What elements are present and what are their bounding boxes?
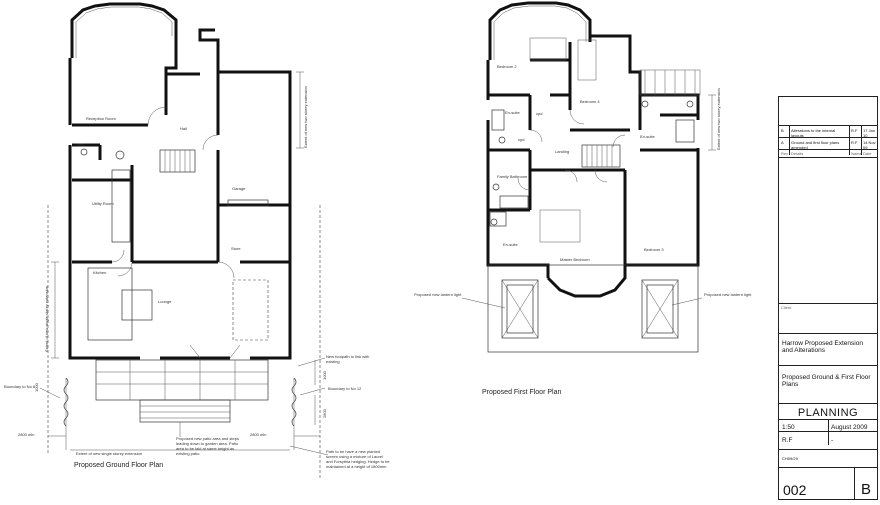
label-garage: Garage (232, 186, 246, 191)
rev-b-id: B (781, 128, 784, 133)
first-floor-plan: Bedroom 2 En-suite cpd cpd Bedroom 4 En-… (414, 1, 752, 396)
project-name: Harrow Proposed Extension and Alteration… (782, 340, 863, 354)
revision-header: Rev Details Name Date (779, 149, 877, 156)
bedroom2-bay-window (488, 1, 592, 60)
dim-1000-right: 1000 (322, 370, 327, 380)
drawing-title: Proposed Ground & First Floor Plans (782, 374, 871, 388)
drawn-by-value: R.F (782, 437, 793, 444)
dim-1000-left: 1000 (34, 382, 39, 392)
first-stair (581, 144, 621, 168)
rev-b-details: Alterations to the internal layouts (791, 128, 836, 138)
label-wc: W.C (77, 142, 85, 147)
note-lantern-right: Proposed new lantern light (704, 292, 752, 297)
note-boundary-left: Boundary to No 8 (4, 384, 36, 389)
note-extent-two-storey-gf: Extent of new two storey extension (303, 86, 308, 148)
ground-floor-plan: Reception Room Hall W.C Garage Utility R… (4, 2, 390, 480)
label-bedroom-2: Bedroom 2 (497, 64, 517, 69)
lantern-light-left (501, 279, 539, 339)
job-number-row: CH09/29 (779, 449, 877, 463)
dim-2800-left: 2800 min (18, 432, 34, 437)
job-number-value: CH09/29 (782, 456, 798, 461)
rev-header-name: Name (851, 151, 862, 156)
rev-a-details: Ground and first floor plans amended (791, 140, 840, 150)
reception-bay-window (70, 2, 178, 58)
label-lounge: Lounge (158, 299, 172, 304)
label-ensuite-3: En-suite (503, 242, 518, 247)
scale-value: 1:50 (782, 424, 795, 431)
note-extent-single-storey: Extent of new single storey extension (44, 286, 49, 352)
revision-row-b: B Alterations to the internal layouts R.… (779, 125, 877, 138)
rev-a-name: R.F (851, 140, 858, 145)
label-bedroom-3: Bedroom 3 (644, 247, 664, 252)
door-swing (147, 106, 167, 126)
title-block: B Alterations to the internal layouts R.… (778, 96, 878, 500)
rev-header-date: Date (863, 151, 872, 156)
kitchen-island (121, 289, 153, 321)
project-box: Harrow Proposed Extension and Alteration… (779, 333, 877, 365)
client-caption: Client (781, 305, 792, 310)
status-planning: PLANNING (797, 407, 859, 419)
dim-2800-vertical: 2800 (322, 408, 327, 418)
lantern-light-right (641, 279, 679, 339)
label-hall: Hall (180, 126, 187, 131)
label-master-bedroom: Master Bedroom (560, 257, 590, 262)
label-store: Store (231, 246, 241, 251)
label-kitchen: Kitchen (93, 270, 106, 275)
client-box: Client (779, 303, 877, 310)
rev-b-name: R.F (851, 128, 858, 133)
label-reception-room: Reception Room (86, 116, 116, 121)
label-cpd-1: cpd (536, 111, 542, 116)
drawing-number-row: 002 B (779, 467, 877, 499)
label-family-bathroom: Family Bathroom (497, 174, 528, 179)
drawing-number: 002 (783, 482, 807, 498)
note-planting: Path to be have a new planted screen usi… (326, 449, 390, 469)
label-utility-room: Utility Room (92, 201, 114, 206)
label-landing: Landing (555, 149, 569, 154)
rev-header-rev: Rev (781, 151, 789, 156)
note-patio: Proposed new patio area and steps leadin… (176, 436, 239, 456)
checked-by-value: - (831, 437, 834, 444)
label-ensuite-2: En-suite (640, 134, 655, 139)
ground-floor-title: Proposed Ground Floor Plan (74, 462, 163, 469)
dim-2800-right: 2800 min (250, 432, 266, 437)
revision-letter: B (861, 481, 872, 498)
note-lantern-left: Proposed new lantern light (414, 292, 462, 297)
note-extent-single-bottom: Extent of new single storey extension (76, 451, 142, 456)
flat-roof (487, 264, 699, 353)
revision-row-a: A Ground and first floor plans amended R… (779, 137, 877, 150)
rev-header-details: Details (791, 151, 804, 156)
status-box: PLANNING (779, 403, 877, 419)
label-bedroom-4: Bedroom 4 (580, 99, 600, 104)
rev-a-date: 14 Nov 09 (863, 140, 876, 150)
rev-b-date: 17 Jan 10 (863, 128, 876, 138)
note-boundary-right: Boundary to No 12 (328, 386, 362, 391)
drawing-title-box: Proposed Ground & First Floor Plans (779, 365, 877, 403)
note-extent-two-storey-ff: Extent of new two storey extension (716, 88, 721, 150)
label-cpd-2: cpd (518, 137, 524, 142)
date-value: August 2009 (831, 424, 868, 431)
note-footpath: New footpath to link with existing (326, 354, 370, 364)
rev-a-id: A (781, 140, 784, 145)
ground-stair (159, 149, 196, 173)
first-floor-title: Proposed First Floor Plan (482, 389, 561, 396)
patio (95, 359, 269, 401)
label-ensuite-1: En-suite (505, 110, 520, 115)
